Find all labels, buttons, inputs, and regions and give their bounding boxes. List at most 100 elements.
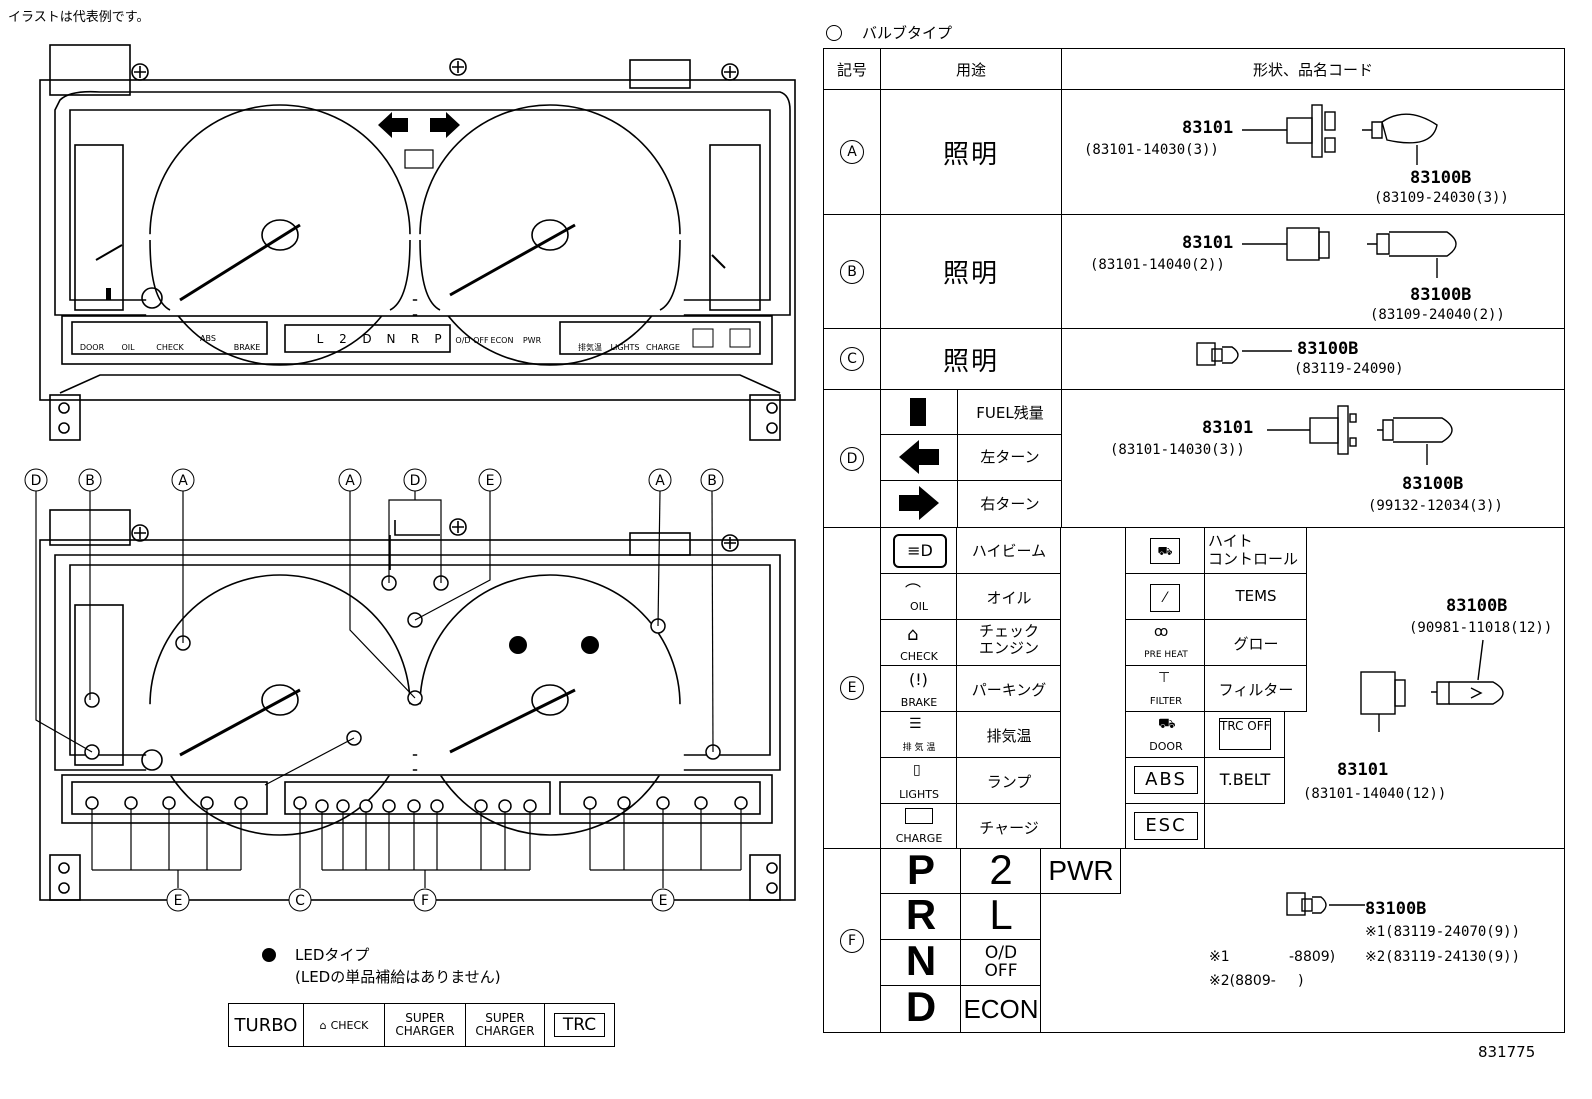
led-supercharger-1: SUPER CHARGER <box>385 1004 466 1046</box>
svg-text:B: B <box>707 473 717 489</box>
e-abs: ABS <box>1134 766 1198 794</box>
row-a-bulb-part: (83109-24030(3)) <box>1374 190 1509 206</box>
e-item-exhaust: 排気温 <box>986 727 1032 745</box>
row-f-part1: ※1(83119-24070(9)) <box>1365 924 1521 940</box>
f-od-off: O/D OFF <box>984 943 1018 981</box>
e-tbelt: T.BELT <box>1219 770 1271 789</box>
row-f-bulb-code: 83100B <box>1365 899 1427 919</box>
oil-icon-label: OIL <box>909 600 929 613</box>
row-d-socket-part: (83101-14030(3)) <box>1110 442 1245 458</box>
height-control-icon: ⛟ <box>1150 538 1180 564</box>
callout-d-left: D <box>24 468 48 492</box>
f-gear-r: R <box>905 891 937 938</box>
svg-text:C: C <box>295 893 305 909</box>
e-item-tems: TEMS <box>1235 587 1277 605</box>
gear-p: P <box>434 332 441 346</box>
lights-icon: ▯ <box>913 762 921 778</box>
callout-a-mid: A <box>338 468 362 492</box>
header-symbol: 記号 <box>823 48 881 90</box>
check-icon-label: CHECK <box>900 650 938 663</box>
row-a-use: 照明 <box>880 89 1062 215</box>
e-item-height-control: ハイト コントロール <box>1208 532 1299 568</box>
row-f-note1-a: ※1 <box>1209 949 1230 965</box>
f-gear-n: N <box>905 937 937 984</box>
filter-icon: ⊤ <box>1158 670 1171 686</box>
ind-label-abs: ABS <box>200 334 216 343</box>
gear-r: R <box>411 332 419 346</box>
e-item-parking: パーキング <box>971 681 1047 699</box>
row-b-bulb-part: (83109-24040(2)) <box>1370 307 1505 323</box>
row-e-symbol: E <box>840 676 864 700</box>
f-gear-l: L <box>989 891 1013 938</box>
row-c-use: 照明 <box>880 328 1062 390</box>
f-gear-d: D <box>905 983 937 1030</box>
e-item-charge: チャージ <box>979 819 1039 837</box>
row-a-bulb-icon <box>1242 104 1438 165</box>
bulb-type-icon <box>826 25 842 41</box>
f-gear-2: 2 <box>989 846 1013 893</box>
engine-icon: ⌂ <box>907 624 919 645</box>
row-d-symbol: D <box>840 446 864 471</box>
row-b-bulb-icon <box>1242 227 1457 278</box>
row-f-symbol: F <box>840 928 864 953</box>
high-beam-icon: ≡D <box>893 534 947 568</box>
row-c-bulb-code: 83100B <box>1297 339 1359 359</box>
econ-label: ECON <box>491 336 514 345</box>
od-off-label: O/D OFF <box>455 336 489 345</box>
e-door-label: DOOR <box>1149 740 1183 753</box>
row-f-bulb-icon <box>1286 892 1365 916</box>
callout-e-right-bottom: E <box>651 888 675 912</box>
row-d-bulb-icon <box>1267 405 1453 465</box>
top-note: イラストは代表例です。 <box>8 10 150 25</box>
row-d-socket-code: 83101 <box>1202 418 1254 438</box>
row-d-bulb-part: (99132-12034(3)) <box>1368 498 1503 514</box>
row-a-socket-part: (83101-14030(3)) <box>1084 142 1219 158</box>
row-c-bulb-part: (83119-24090) <box>1294 361 1404 377</box>
row-a-bulb-code: 83100B <box>1410 168 1472 188</box>
row-e-bulb-icon <box>1360 639 1504 732</box>
row-e-bulb-part: (90981-11018(12)) <box>1409 620 1553 636</box>
callout-a-left: A <box>171 468 195 492</box>
header-code: 形状、品名コード <box>1061 48 1565 90</box>
ind-label-charge: CHARGE <box>646 343 680 352</box>
brake-icon: (!) <box>909 670 928 689</box>
gear-2: 2 <box>339 332 347 346</box>
led-dot-icon <box>262 948 276 962</box>
row-d-item-right: 右ターン <box>980 495 1040 513</box>
row-c-symbol: C <box>840 347 864 371</box>
svg-text:D: D <box>410 473 421 489</box>
oil-icon: ⌒ <box>905 582 922 601</box>
led-supercharger-2: SUPER CHARGER <box>466 1004 545 1046</box>
e-item-oil: オイル <box>986 589 1032 607</box>
svg-text:B: B <box>85 473 95 489</box>
ind-label-exhaust: 排気温 <box>578 342 602 352</box>
svg-text:A: A <box>178 473 188 489</box>
f-gear-p: P <box>906 846 935 893</box>
row-e-bulb-code: 83100B <box>1446 596 1508 616</box>
row-b-bulb-code: 83100B <box>1410 285 1472 305</box>
row-a-socket-code: 83101 <box>1182 118 1234 138</box>
figure-number: 831775 <box>1478 1043 1536 1061</box>
row-d-item-fuel: FUEL残量 <box>976 404 1044 422</box>
svg-text:F: F <box>421 893 429 909</box>
svg-text:E: E <box>659 893 668 909</box>
filter-icon-label: FILTER <box>1149 696 1183 707</box>
glow-plug-icon: ꝏ <box>1154 624 1169 640</box>
led-turbo: TURBO <box>229 1004 304 1046</box>
row-e-grid: ≡D ハイビーム OIL⌒ オイル CHECK⌂ チェック エンジン BRAKE… <box>881 528 1564 848</box>
row-f-note1-b: -8809) <box>1289 949 1336 965</box>
brake-icon-label: BRAKE <box>900 696 938 709</box>
callout-e-left-bottom: E <box>166 888 190 912</box>
svg-text:A: A <box>655 473 665 489</box>
row-a-symbol: A <box>840 140 864 164</box>
gear-l: L <box>317 332 324 346</box>
f-pwr: PWR <box>1048 855 1114 886</box>
e-esc: ESC <box>1134 812 1198 840</box>
preheat-icon-label: PRE HEAT <box>1144 650 1188 660</box>
row-d-item-left: 左ターン <box>980 448 1040 466</box>
e-item-high-beam: ハイビーム <box>971 542 1047 560</box>
ind-label-check: CHECK <box>156 343 184 352</box>
callout-d-mid: D <box>403 468 427 492</box>
ind-label-oil: OIL <box>121 343 135 352</box>
right-turn-icon <box>899 486 939 520</box>
